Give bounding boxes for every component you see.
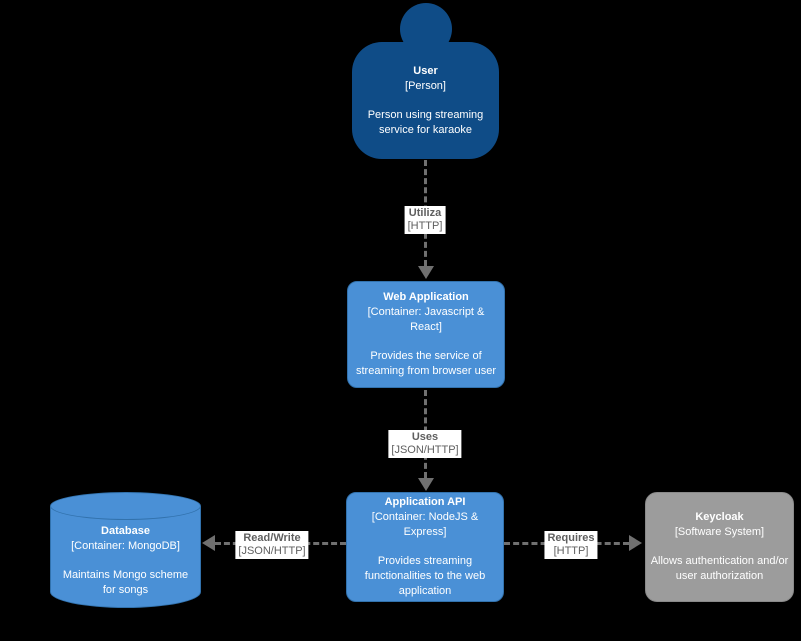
node-subtitle: [Software System] (674, 526, 765, 538)
edge-label-user-webapp: Utiliza [HTTP] (404, 206, 446, 234)
database-cylinder-top (50, 492, 201, 520)
edge-protocol: [JSON/HTTP] (238, 545, 306, 557)
node-description: Allows authentication and/or user author… (650, 555, 789, 582)
edge-name: Requires (547, 532, 595, 544)
edge-label-api-database: Read/Write [JSON/HTTP] (235, 531, 309, 559)
edge-api-keycloak-arrowhead (629, 535, 642, 551)
node-title: Database (101, 525, 150, 537)
edge-protocol: [JSON/HTTP] (391, 444, 459, 456)
edge-label-api-keycloak: Requires [HTTP] (544, 531, 598, 559)
node-description: Provides the service of streaming from b… (356, 350, 496, 377)
node-subtitle: [Container: Javascript & React] (367, 306, 485, 333)
edge-protocol: [HTTP] (407, 220, 443, 232)
edge-protocol: [HTTP] (553, 545, 589, 557)
node-title: User (413, 64, 438, 77)
node-title: Keycloak (695, 511, 744, 523)
edge-label-webapp-api: Uses [JSON/HTTP] (388, 430, 462, 458)
application-api-node: Application API [Container: NodeJS & Exp… (346, 492, 504, 602)
edge-api-database-arrowhead (202, 535, 215, 551)
web-application-node: Web Application [Container: Javascript &… (347, 281, 505, 388)
edge-user-webapp-arrowhead (418, 266, 434, 279)
node-subtitle: [Container: MongoDB] (71, 540, 180, 552)
edge-name: Uses (411, 431, 439, 443)
database-node: Database [Container: MongoDB] Maintains … (50, 492, 201, 608)
edge-webapp-api-arrowhead (418, 478, 434, 491)
node-description: Person using streaming service for karao… (367, 108, 484, 136)
node-title: Web Application (383, 291, 469, 303)
node-subtitle: [Container: NodeJS & Express] (371, 511, 479, 538)
database-cylinder-body (50, 506, 201, 608)
keycloak-node: Keycloak [Software System] Allows authen… (645, 492, 794, 602)
node-title: Application API (384, 496, 466, 508)
user-node: User [Person] Person using streaming ser… (352, 42, 499, 159)
node-description: Provides streaming functionalities to th… (364, 555, 486, 597)
edge-name: Utiliza (408, 207, 442, 219)
edge-name: Read/Write (243, 532, 301, 544)
node-subtitle: [Person] (405, 79, 446, 92)
node-description: Maintains Mongo scheme for songs (62, 569, 189, 596)
